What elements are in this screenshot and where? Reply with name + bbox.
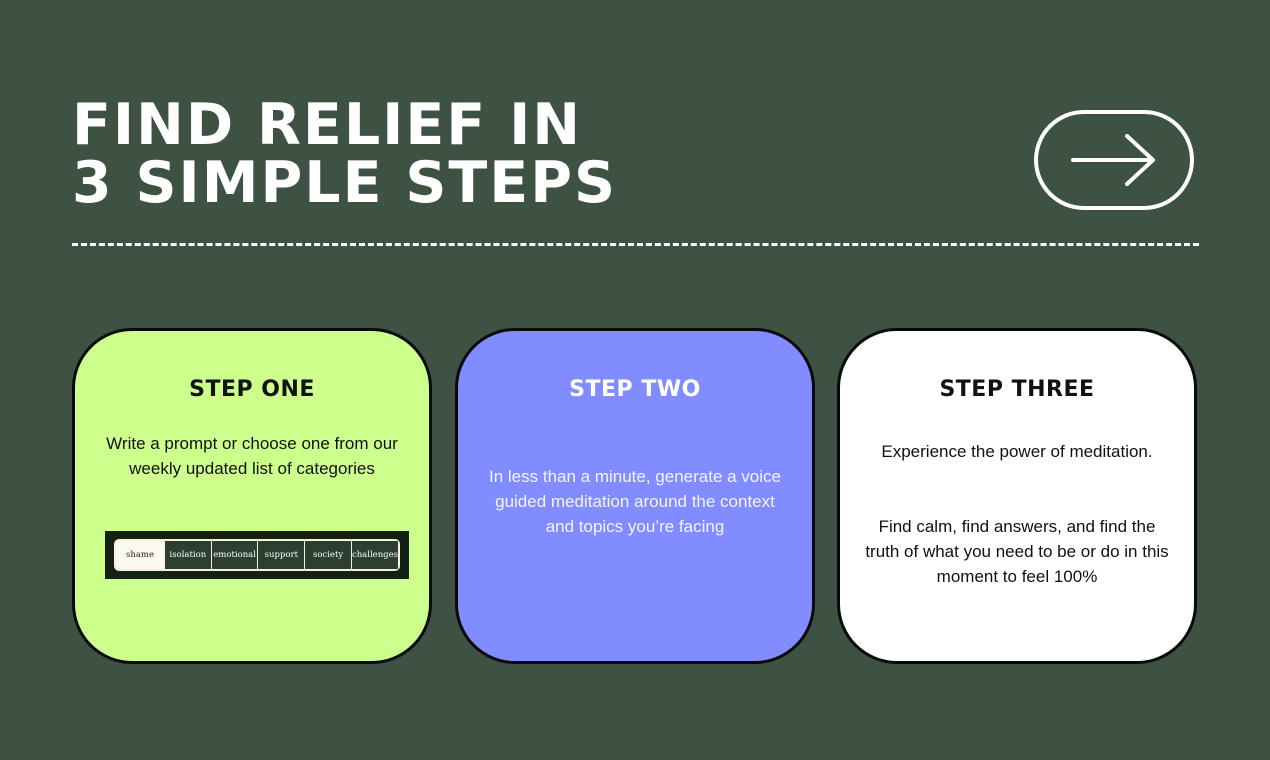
page-title: FIND RELIEF IN 3 SIMPLE STEPS bbox=[72, 96, 617, 212]
category-chip-emotional[interactable]: emotional bbox=[210, 541, 258, 569]
category-chip-shame[interactable]: shame bbox=[116, 541, 164, 569]
step-two-card: STEP TWO In less than a minute, generate… bbox=[455, 328, 815, 664]
category-chip-society[interactable]: society bbox=[304, 541, 351, 569]
category-chip-challenges[interactable]: challenges bbox=[350, 541, 399, 569]
step-three-card: STEP THREE Experience the power of medit… bbox=[837, 328, 1197, 664]
title-line-1: FIND RELIEF IN bbox=[72, 92, 582, 158]
step-one-text: Write a prompt or choose one from our we… bbox=[106, 434, 398, 478]
category-chip-support[interactable]: support bbox=[257, 541, 305, 569]
step-three-title: STEP THREE bbox=[939, 377, 1095, 402]
title-line-2: 3 SIMPLE STEPS bbox=[72, 150, 618, 216]
arrow-right-icon bbox=[1071, 134, 1155, 186]
dashed-divider bbox=[72, 243, 1199, 246]
step-three-text-secondary: Find calm, find answers, and find the tr… bbox=[865, 517, 1169, 586]
step-one-card: STEP ONE Write a prompt or choose one fr… bbox=[72, 328, 432, 664]
category-list: shame isolation emotional support societ… bbox=[114, 539, 400, 571]
step-one-title: STEP ONE bbox=[189, 377, 315, 402]
step-two-text: In less than a minute, generate a voice … bbox=[488, 467, 781, 536]
next-button[interactable] bbox=[1034, 110, 1194, 210]
step-three-text: Experience the power of meditation. bbox=[881, 442, 1153, 461]
step-two-title: STEP TWO bbox=[569, 377, 701, 402]
category-chip-isolation[interactable]: isolation bbox=[164, 541, 211, 569]
category-bar: shame isolation emotional support societ… bbox=[105, 531, 409, 579]
